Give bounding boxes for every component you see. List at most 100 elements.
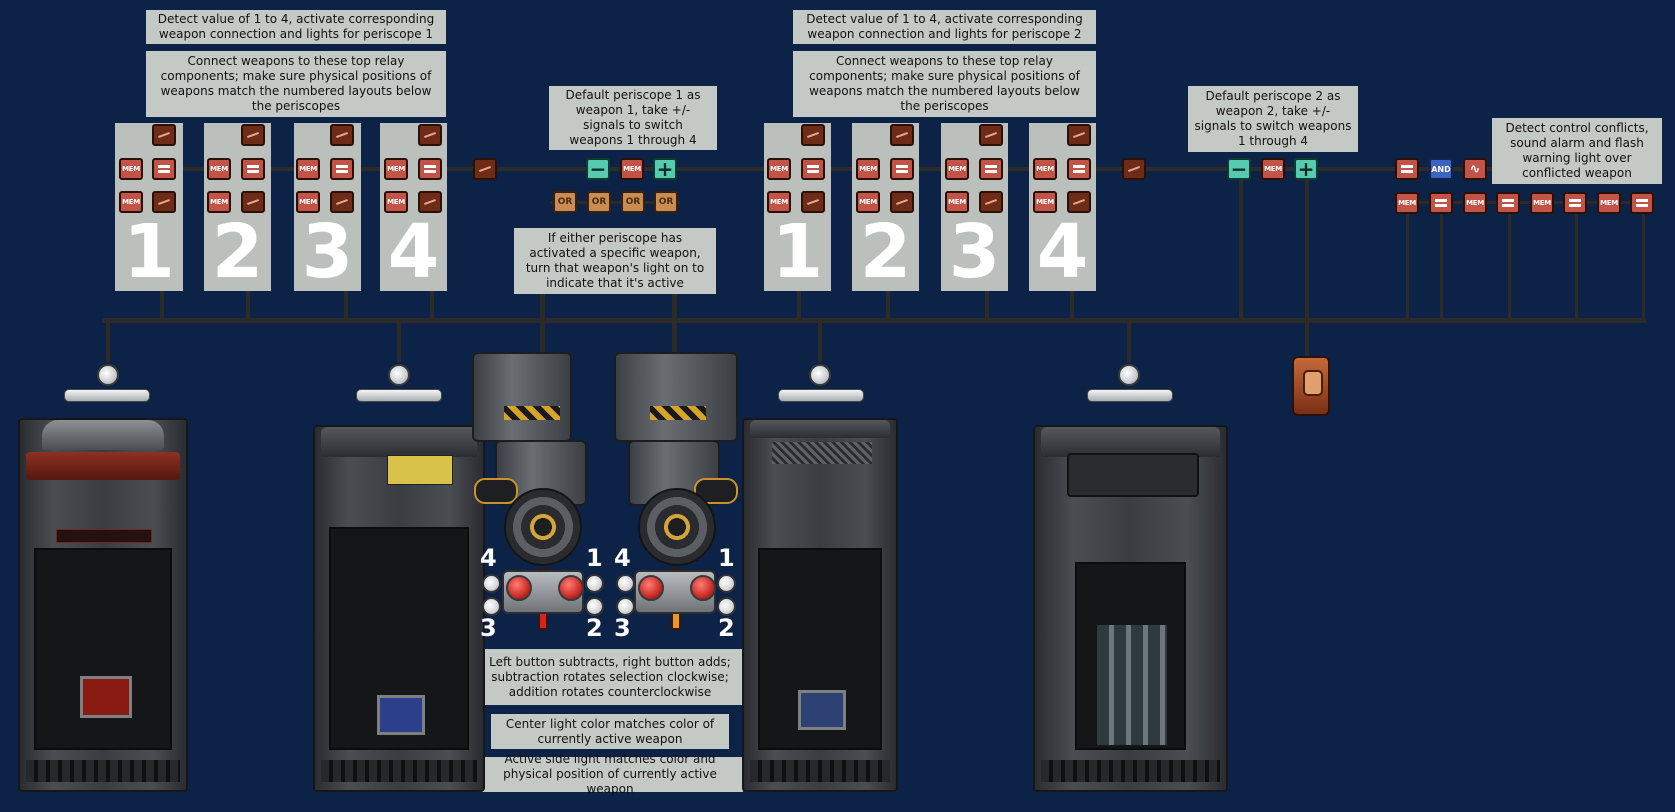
subtract-component[interactable]: − bbox=[1227, 158, 1251, 180]
relay-component[interactable] bbox=[418, 124, 442, 146]
memory-component[interactable]: MEM bbox=[1597, 192, 1621, 214]
relay-component[interactable] bbox=[979, 191, 1003, 213]
memory-component[interactable]: MEM bbox=[296, 158, 320, 180]
weapon-cabinet-3[interactable] bbox=[742, 418, 898, 792]
equals-component[interactable] bbox=[801, 158, 825, 180]
relay-component[interactable] bbox=[890, 191, 914, 213]
weapon-number: 4 bbox=[1036, 209, 1089, 295]
memory-component[interactable]: MEM bbox=[767, 191, 791, 213]
warning-lamp-icon[interactable] bbox=[97, 364, 119, 386]
memory-component[interactable]: MEM bbox=[119, 158, 143, 180]
relay-component[interactable] bbox=[1067, 191, 1091, 213]
p2-signal-wire bbox=[767, 167, 1467, 171]
relay-component[interactable] bbox=[241, 124, 265, 146]
memory-component[interactable]: MEM bbox=[945, 191, 969, 213]
equals-component[interactable] bbox=[1630, 192, 1654, 214]
or-gate-component[interactable]: OR bbox=[553, 191, 577, 213]
relay-component[interactable] bbox=[473, 158, 497, 180]
weapon-screen-icon bbox=[798, 690, 846, 730]
equals-component[interactable] bbox=[1395, 158, 1419, 180]
memory-component[interactable]: MEM bbox=[945, 158, 969, 180]
memory-component[interactable]: MEM bbox=[207, 191, 231, 213]
memory-component[interactable]: MEM bbox=[1530, 192, 1554, 214]
subtract-component[interactable]: − bbox=[586, 158, 610, 180]
relay-component[interactable] bbox=[979, 124, 1003, 146]
equals-component[interactable] bbox=[418, 158, 442, 180]
equals-component[interactable] bbox=[979, 158, 1003, 180]
or-gate-component[interactable]: OR bbox=[621, 191, 645, 213]
ammo-shells bbox=[1097, 625, 1167, 745]
or-gate-component[interactable]: OR bbox=[654, 191, 678, 213]
drop-wire bbox=[540, 290, 545, 354]
periscope-2-light-4 bbox=[616, 574, 635, 593]
memory-component[interactable]: MEM bbox=[1261, 158, 1285, 180]
relay-component[interactable] bbox=[418, 191, 442, 213]
equals-component[interactable] bbox=[1067, 158, 1091, 180]
relay-component[interactable] bbox=[152, 191, 176, 213]
memory-component[interactable]: MEM bbox=[767, 158, 791, 180]
periscope-2-lens-icon[interactable] bbox=[638, 488, 716, 566]
weapon-cabinet-4[interactable] bbox=[1033, 425, 1228, 792]
weapon-number: 4 bbox=[387, 209, 440, 295]
periscope-1-subtract-button[interactable] bbox=[506, 575, 532, 601]
memory-component[interactable]: MEM bbox=[119, 191, 143, 213]
relay-component[interactable] bbox=[801, 191, 825, 213]
relay-component[interactable] bbox=[330, 124, 354, 146]
periscope-2-subtract-button[interactable] bbox=[638, 575, 664, 601]
warning-lamp-icon[interactable] bbox=[809, 364, 831, 386]
weapon-number: 1 bbox=[771, 209, 824, 295]
main-bus-wire bbox=[102, 318, 1646, 323]
lamp-bar bbox=[64, 389, 150, 402]
note-center-light: Center light color matches color of curr… bbox=[491, 714, 729, 749]
and-gate-component[interactable]: AND bbox=[1429, 158, 1453, 180]
add-component[interactable]: + bbox=[1294, 158, 1318, 180]
drop-wire bbox=[672, 290, 677, 354]
periscope-2-add-button[interactable] bbox=[690, 575, 716, 601]
memory-component[interactable]: MEM bbox=[620, 158, 644, 180]
warning-lamp-icon[interactable] bbox=[388, 364, 410, 386]
equals-component[interactable] bbox=[1429, 192, 1453, 214]
relay-component[interactable] bbox=[152, 124, 176, 146]
warning-lamp-icon[interactable] bbox=[1118, 364, 1140, 386]
memory-component[interactable]: MEM bbox=[1033, 158, 1057, 180]
periscope-1-add-button[interactable] bbox=[558, 575, 584, 601]
weapon-number: 2 bbox=[859, 209, 912, 295]
memory-component[interactable]: MEM bbox=[1463, 192, 1487, 214]
relay-component[interactable] bbox=[1122, 158, 1146, 180]
equals-component[interactable] bbox=[1563, 192, 1587, 214]
relay-component[interactable] bbox=[801, 124, 825, 146]
relay-component[interactable] bbox=[330, 191, 354, 213]
memory-component[interactable]: MEM bbox=[1395, 192, 1419, 214]
oscillator-component[interactable]: ∿ bbox=[1463, 158, 1487, 180]
relay-component[interactable] bbox=[1067, 124, 1091, 146]
equals-component[interactable] bbox=[241, 158, 265, 180]
equals-component[interactable] bbox=[1496, 192, 1520, 214]
equals-component[interactable] bbox=[330, 158, 354, 180]
add-component[interactable]: + bbox=[653, 158, 677, 180]
weapon-cabinet-1[interactable] bbox=[18, 418, 188, 792]
memory-component[interactable]: MEM bbox=[296, 191, 320, 213]
relay-component[interactable] bbox=[890, 124, 914, 146]
weapon-number: 3 bbox=[301, 209, 354, 295]
memory-component[interactable]: MEM bbox=[384, 158, 408, 180]
memory-component[interactable]: MEM bbox=[1033, 191, 1057, 213]
periscope-2-handle[interactable] bbox=[694, 478, 738, 504]
memory-component[interactable]: MEM bbox=[856, 158, 880, 180]
equals-component[interactable] bbox=[152, 158, 176, 180]
memory-component[interactable]: MEM bbox=[207, 158, 231, 180]
or-gate-component[interactable]: OR bbox=[587, 191, 611, 213]
warning-label-icon bbox=[387, 455, 453, 485]
conflict-row-wire bbox=[1400, 201, 1646, 204]
memory-component[interactable]: MEM bbox=[384, 191, 408, 213]
relay-component[interactable] bbox=[241, 191, 265, 213]
weapon-cabinet-2[interactable] bbox=[313, 425, 485, 792]
cabinet-red-dome bbox=[42, 420, 164, 450]
periscope-1-label-4: 4 bbox=[480, 544, 497, 572]
equals-component[interactable] bbox=[890, 158, 914, 180]
drop-wire bbox=[818, 318, 822, 362]
periscope-1-handle[interactable] bbox=[474, 478, 518, 504]
p1-signal-wire bbox=[120, 167, 790, 171]
memory-component[interactable]: MEM bbox=[856, 191, 880, 213]
periscope-1-lens-icon[interactable] bbox=[504, 488, 582, 566]
alarm-siren-icon[interactable] bbox=[1292, 356, 1330, 416]
